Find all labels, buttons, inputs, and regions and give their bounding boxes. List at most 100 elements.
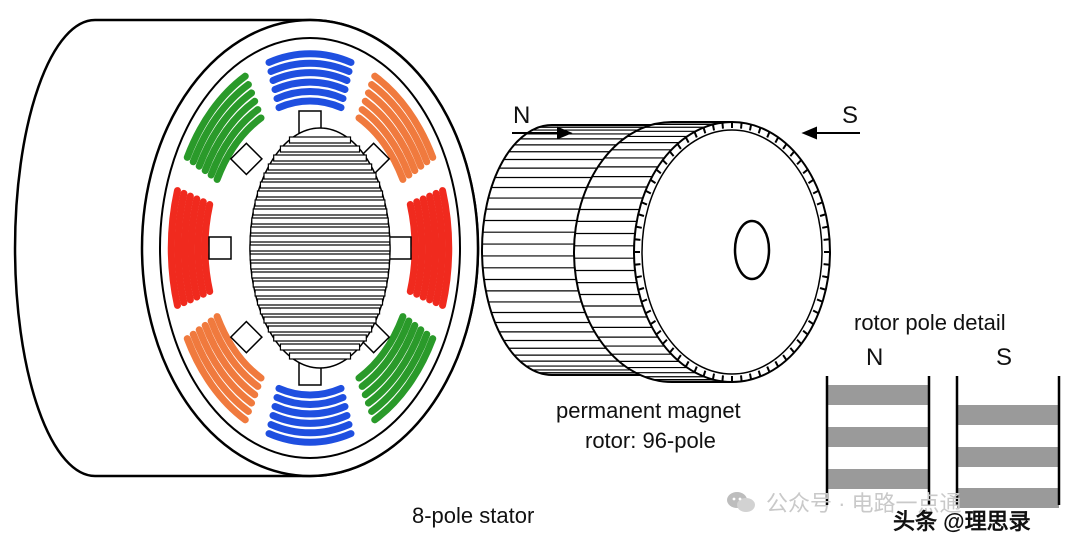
cup-tooth	[645, 189, 652, 195]
cup-tooth	[684, 136, 690, 144]
winding-arc	[355, 114, 407, 183]
cup-tooth	[812, 309, 819, 315]
winding-arc	[361, 321, 419, 399]
pole-stripe	[827, 385, 929, 405]
rotor-north-label: N	[513, 102, 531, 129]
core-plate	[249, 244, 391, 252]
cup-tooth	[637, 287, 645, 291]
wechat-icon	[727, 492, 755, 512]
cup-tooth	[649, 320, 657, 326]
cup-tooth	[740, 375, 743, 382]
winding-arc	[269, 412, 351, 427]
stator-pole-bottom-left	[183, 313, 265, 424]
core-plate	[267, 163, 373, 171]
winding-arc	[364, 89, 425, 170]
north-arrow	[512, 126, 573, 140]
rotor-label-line2: rotor: 96-pole	[585, 428, 716, 453]
pole-stripe	[957, 447, 1059, 467]
stator-label: 8-pole stator	[412, 503, 535, 528]
pole-tooth	[208, 236, 232, 260]
pole-tooth	[388, 236, 412, 260]
core-plate	[273, 154, 367, 162]
rotor-front-cup	[573, 121, 831, 383]
cup-tooth	[641, 298, 648, 303]
core-plate	[267, 325, 373, 333]
core-plate	[279, 343, 361, 351]
cup-tooth	[669, 347, 675, 354]
winding-arc	[201, 201, 214, 295]
winding-arc	[265, 50, 355, 66]
winding-arc	[271, 402, 349, 418]
pole-stripe	[827, 427, 929, 447]
core-plate	[249, 253, 391, 261]
watermark-line1: 公众号 · 电路一点通	[766, 491, 962, 516]
core-plate	[288, 136, 352, 144]
winding-arc	[213, 313, 265, 382]
winding-arc	[269, 69, 351, 84]
winding-arc	[364, 326, 425, 407]
winding-arc	[207, 106, 262, 179]
rotor-shaft-hole	[733, 219, 771, 281]
cup-tooth	[782, 143, 788, 150]
cup-tooth	[774, 360, 780, 368]
stator-poles	[167, 50, 453, 446]
cup-tooth	[669, 150, 675, 157]
core-plate	[251, 271, 389, 279]
cup-tooth	[774, 136, 780, 144]
cup-tooth	[807, 320, 815, 326]
core-plate	[256, 190, 384, 198]
winding-arc	[273, 88, 347, 103]
cup-tooth	[693, 366, 698, 373]
cup-tooth	[641, 201, 648, 206]
cup-tooth	[782, 354, 788, 361]
winding-arc	[183, 335, 249, 424]
winding-arc	[189, 81, 252, 166]
cup-tooth	[789, 150, 795, 157]
cup-tooth	[711, 373, 716, 380]
cup-tooth	[702, 127, 707, 134]
winding-arc	[195, 326, 256, 407]
stator-inner-core	[249, 127, 391, 369]
winding-arc	[267, 421, 353, 437]
core-plate	[273, 334, 367, 342]
pole-stripe	[957, 488, 1059, 508]
core-plate	[252, 208, 388, 216]
winding-arc	[371, 335, 437, 424]
cup-tooth	[802, 329, 809, 336]
cup-tooth	[816, 298, 823, 303]
core-plate	[254, 199, 386, 207]
core-plate	[263, 172, 377, 180]
winding-arc	[355, 313, 407, 382]
south-arrow	[801, 126, 860, 140]
pole-stripe	[957, 405, 1059, 425]
winding-arc	[439, 187, 453, 309]
cup-tooth	[812, 189, 819, 195]
cup-tooth	[822, 275, 829, 279]
core-plate	[251, 217, 389, 225]
cup-tooth	[655, 168, 662, 175]
cup-tooth	[823, 238, 830, 241]
cup-tooth	[661, 338, 668, 345]
pole-detail-south-label: S	[996, 344, 1013, 371]
rotor-label-line1: permanent magnet	[556, 398, 741, 423]
cup-tooth	[649, 178, 657, 184]
cup-tooth	[766, 366, 771, 373]
core-plate	[252, 280, 388, 288]
core-plate	[263, 316, 377, 324]
cup-tooth	[819, 287, 827, 291]
winding-arc	[358, 106, 413, 179]
core-plate	[254, 289, 386, 297]
winding-arc	[267, 59, 353, 75]
cup-tooth	[634, 263, 641, 266]
cup-tooth	[816, 201, 823, 206]
winding-arc	[265, 430, 355, 446]
cup-tooth	[645, 309, 652, 315]
winding-arc	[406, 201, 419, 295]
cup-tooth	[802, 168, 809, 175]
stator-pole-bottom	[265, 362, 355, 446]
cup-tooth	[748, 373, 753, 380]
cup-tooth	[740, 122, 743, 129]
stator-pole-top	[265, 50, 355, 134]
winding-arc	[275, 384, 345, 399]
cup-tooth	[819, 213, 827, 217]
